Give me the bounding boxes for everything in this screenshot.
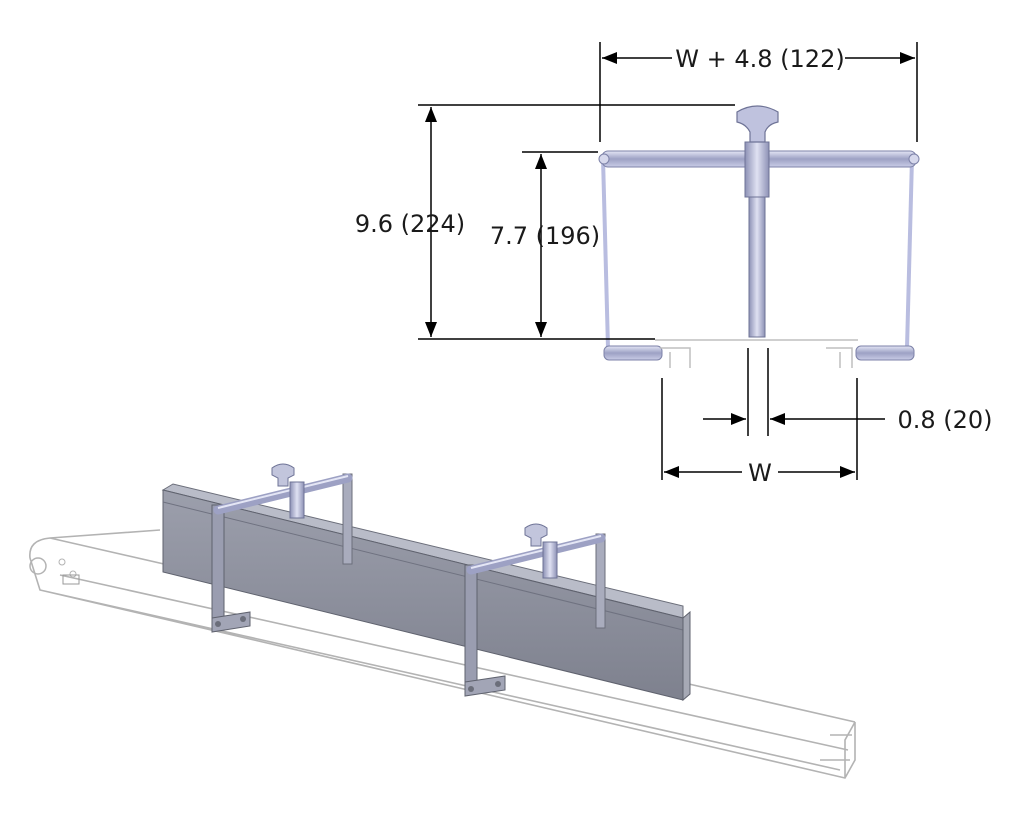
foot-1	[211, 611, 251, 633]
foot-2	[464, 675, 506, 697]
isometric-view	[29, 463, 856, 779]
conveyor-profile	[655, 339, 858, 368]
cross-rod-1-highlight	[217, 475, 349, 509]
knob-icon	[524, 523, 548, 547]
left-frame-rail	[601, 157, 610, 349]
cross-rod-1	[213, 473, 353, 515]
bracket-assembly-1	[211, 463, 353, 633]
clamp-shaft	[748, 196, 766, 338]
dim-label-width-top: W + 4.8 (122)	[675, 45, 844, 73]
dim-label-base-width: W	[748, 459, 772, 487]
back-post-2	[595, 533, 606, 629]
conveyor-bolt-2	[69, 570, 77, 578]
clamp-block-1	[289, 481, 305, 519]
right-frame-rail	[905, 157, 914, 349]
upright-post-2	[464, 564, 478, 690]
bolt-1a	[215, 621, 221, 627]
upright-post-1	[211, 504, 225, 626]
conveyor-end-pulley	[29, 557, 47, 575]
clamp-block	[744, 141, 770, 198]
back-post-1	[342, 473, 353, 565]
dim-label-height-inner: 7.7 (196)	[490, 222, 600, 250]
conveyor-bolt-1	[58, 558, 66, 566]
guide-panel-end	[682, 610, 691, 702]
cross-rod-2-highlight	[470, 535, 602, 569]
knob-icon	[271, 463, 295, 487]
clamp-block-2	[542, 541, 558, 579]
bracket-assembly-2	[464, 523, 606, 697]
dim-label-gap: 0.8 (20)	[897, 406, 992, 434]
rod-end-right	[908, 153, 920, 165]
rod-end-left	[598, 153, 610, 165]
bolt-2b	[495, 681, 501, 687]
section-view: W + 4.8 (122) 9.6 (224) 7.7 (196) 0.8 (2…	[355, 42, 993, 487]
conveyor-label-plate	[62, 574, 80, 585]
bracket-left	[603, 345, 663, 361]
bolt-2a	[468, 686, 474, 692]
dim-label-height-overall: 9.6 (224)	[355, 210, 465, 238]
bolt-1b	[240, 616, 246, 622]
cross-rod-2	[466, 533, 606, 575]
bracket-right	[855, 345, 915, 361]
knob-icon	[736, 105, 779, 143]
